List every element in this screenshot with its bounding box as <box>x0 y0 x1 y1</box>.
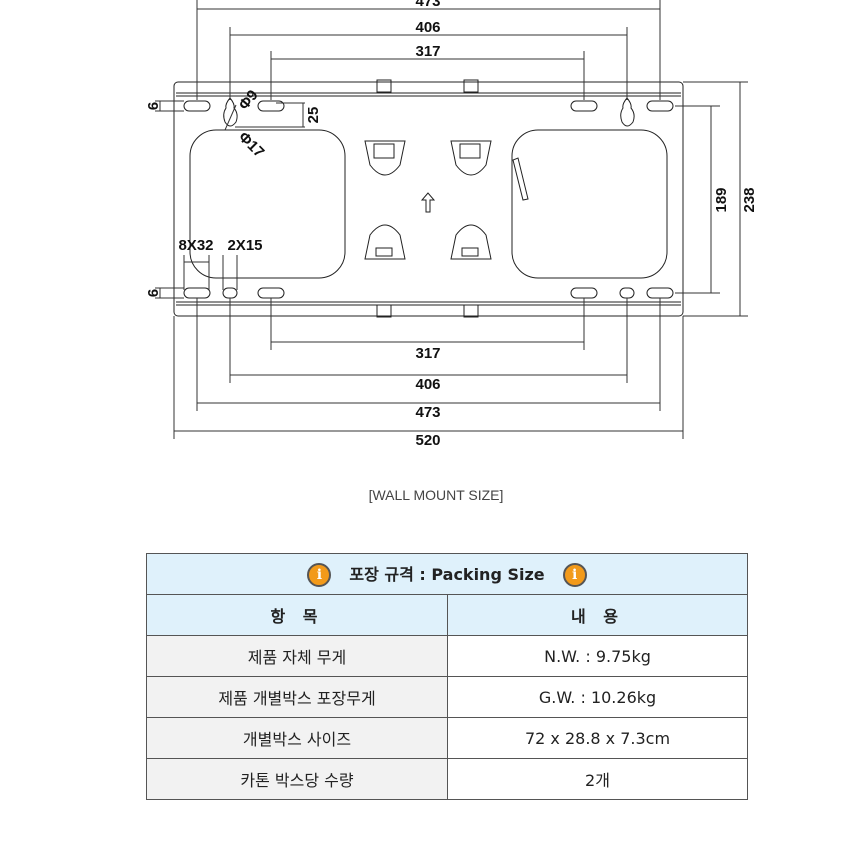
dim-top-mid: 406 <box>415 19 440 36</box>
dim-hole-size: 2X15 <box>227 237 262 254</box>
row-value: 2개 <box>447 758 748 800</box>
dim-keyhole-depth: 25 <box>305 107 322 124</box>
mount-plate <box>173 81 684 317</box>
table-title: 포장 규격 : Packing Size <box>349 564 545 584</box>
dim-hole-spacing-v: 189 <box>713 187 730 212</box>
dim-bottom-inner: 317 <box>415 345 440 362</box>
dim-top-outer: 473 <box>415 0 440 10</box>
dim-bottom-outer: 473 <box>415 404 440 421</box>
up-arrow-icon <box>420 192 436 213</box>
dim-slot-offset-top: 9 <box>144 102 161 110</box>
dimension-lines <box>155 0 748 439</box>
right-cutout <box>511 129 668 279</box>
wall-mount-diagram: 473 406 317 317 406 473 520 189 238 9 9 … <box>144 0 758 449</box>
dim-top-inner: 317 <box>415 43 440 60</box>
row-label: 카톤 박스당 수량 <box>146 758 448 800</box>
left-cutout <box>189 129 346 279</box>
info-icon: i <box>307 563 332 588</box>
dim-slot-offset-bottom: 9 <box>144 289 161 297</box>
column-header-item: 항 목 <box>146 594 448 636</box>
diagram-caption: [WALL MOUNT SIZE] <box>368 487 504 503</box>
row-label: 개별박스 사이즈 <box>146 717 448 759</box>
row-label: 제품 개별박스 포장무게 <box>146 676 448 718</box>
row-value: N.W. : 9.75kg <box>447 635 748 677</box>
column-header-content: 내 용 <box>447 594 748 636</box>
dim-overall-height: 238 <box>741 187 758 212</box>
row-value: G.W. : 10.26kg <box>447 676 748 718</box>
row-value: 72 x 28.8 x 7.3cm <box>447 717 748 759</box>
hooks <box>364 140 492 260</box>
dim-keyhole-large: Φ17 <box>235 129 268 162</box>
info-icon: i <box>562 563 587 588</box>
dim-bottom-mid: 406 <box>415 376 440 393</box>
row-label: 제품 자체 무게 <box>146 635 448 677</box>
dim-slot-size: 8X32 <box>178 237 213 254</box>
dim-keyhole-small: Φ9 <box>235 87 261 114</box>
table-title-cell: i 포장 규격 : Packing Size i <box>146 553 748 595</box>
dim-overall-width: 520 <box>415 432 440 449</box>
mounting-slots <box>183 97 674 299</box>
